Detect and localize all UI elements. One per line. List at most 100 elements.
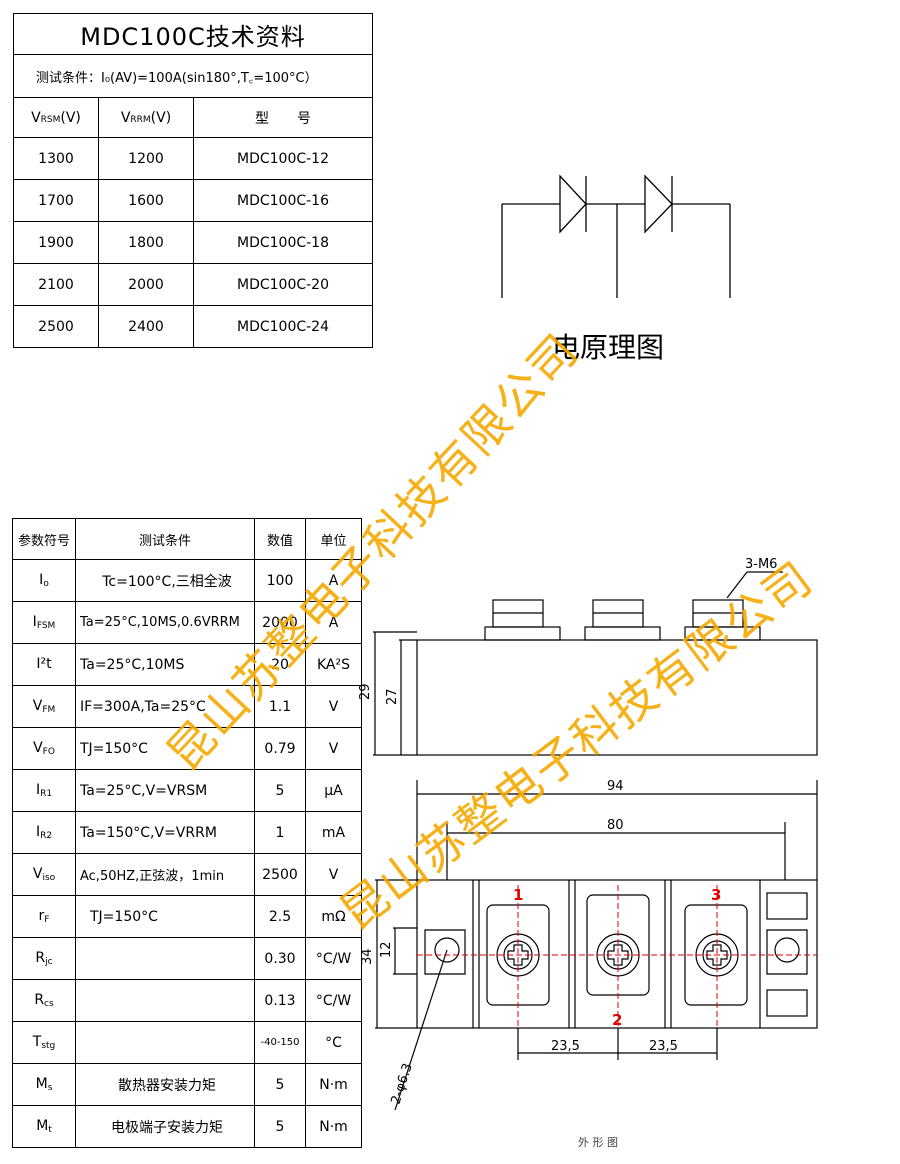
param-symbol: IR2 (12, 811, 76, 854)
mount-hole-left (434, 937, 460, 963)
vrrm-cell: 1600 (98, 179, 194, 222)
vrsm-cell: 1700 (13, 179, 99, 222)
param-symbol: VFO (12, 727, 76, 770)
param-unit: KA²S (305, 643, 362, 686)
param-value: 0.13 (254, 979, 306, 1022)
param-unit: V (305, 853, 362, 896)
param-value: 2500 (254, 853, 306, 896)
table-row: VFM IF=300A,Ta=25°C 1.1 V (12, 685, 362, 728)
param-value: -40-150 (254, 1021, 306, 1064)
dim-12: 12 (379, 941, 394, 958)
table-row: Tstg -40-150 °C (12, 1021, 362, 1064)
outline-drawing: 1 2 3 3-M6 29 27 94 80 34 12 23,5 23,5 2… (358, 557, 818, 1110)
table-row: 2100 2000 MDC100C-20 (13, 263, 373, 306)
param-value: 0.30 (254, 937, 306, 980)
dim-34: 34 (360, 948, 375, 965)
param-value: 1.1 (254, 685, 306, 728)
param-symbol: I²t (12, 643, 76, 686)
table-row: 1700 1600 MDC100C-16 (13, 179, 373, 222)
param-unit: mΩ (305, 895, 362, 938)
outline-caption: 外 形 图 (578, 1136, 618, 1149)
vrsm-cell: 1300 (13, 137, 99, 180)
spec-table: MDC100C技术资料 测试条件：I₀(AV)=100A(sin180°,T꜀=… (13, 13, 373, 348)
hole-label: 2-φ6.3 (389, 1061, 416, 1106)
table-row: Viso Ac,50HZ,正弦波，1min 2500 V (12, 853, 362, 896)
param-condition: Tc=100°C,三相全波 (75, 559, 255, 602)
param-symbol: Tstg (12, 1021, 76, 1064)
vrsm-cell: 1900 (13, 221, 99, 264)
param-unit: °C/W (305, 979, 362, 1022)
dim-94: 94 (607, 779, 624, 794)
param-condition: TJ=150°C (75, 727, 255, 770)
table-row: IR1 Ta=25°C,V=VRSM 5 μA (12, 769, 362, 812)
param-value: 2.5 (254, 895, 306, 938)
parameter-table: 参数符号 测试条件 数值 单位 Io Tc=100°C,三相全波 100 A I… (12, 518, 362, 1148)
vrsm-cell: 2100 (13, 263, 99, 306)
param-value: 5 (254, 769, 306, 812)
param-symbol: Rjc (12, 937, 76, 980)
param-symbol: Io (12, 559, 76, 602)
param-value: 5 (254, 1105, 306, 1148)
dim-23-5-right: 23,5 (649, 1039, 678, 1054)
table-row: Rcs 0.13 °C/W (12, 979, 362, 1022)
param-symbol: rF (12, 895, 76, 938)
param-value: 1 (254, 811, 306, 854)
param-condition: Ac,50HZ,正弦波，1min (75, 853, 255, 896)
param-value: 2000 (254, 601, 306, 644)
model-cell: MDC100C-24 (193, 305, 373, 348)
param-condition (75, 1021, 255, 1064)
param-condition: 散热器安装力矩 (75, 1063, 255, 1106)
param-value: 5 (254, 1063, 306, 1106)
table-row: IFSM Ta=25°C,10MS,0.6VRRM 2000 A (12, 601, 362, 644)
table-row: I²t Ta=25°C,10MS 20 KA²S (12, 643, 362, 686)
param-symbol: IFSM (12, 601, 76, 644)
param-value: 100 (254, 559, 306, 602)
param-symbol: Ms (12, 1063, 76, 1106)
mount-hole-right (774, 937, 800, 963)
vrrm-cell: 1200 (98, 137, 194, 180)
param-value: 0.79 (254, 727, 306, 770)
param-value: 20 (254, 643, 306, 686)
param-condition: Ta=150°C,V=VRRM (75, 811, 255, 854)
table-row: IR2 Ta=150°C,V=VRRM 1 mA (12, 811, 362, 854)
param-condition (75, 979, 255, 1022)
vrrm-cell: 1800 (98, 221, 194, 264)
header-model: 型 号 (193, 97, 373, 138)
header-symbol: 参数符号 (12, 518, 76, 560)
table-row: Rjc 0.30 °C/W (12, 937, 362, 980)
param-symbol: Mt (12, 1105, 76, 1148)
param-symbol: Viso (12, 853, 76, 896)
header-vrsm: VRSM(V) (13, 97, 99, 138)
dim-23-5-left: 23,5 (551, 1039, 580, 1054)
header-unit: 单位 (305, 518, 362, 560)
param-condition: Ta=25°C,10MS (75, 643, 255, 686)
table-row: 1300 1200 MDC100C-12 (13, 137, 373, 180)
param-unit: μA (305, 769, 362, 812)
vrsm-cell: 2500 (13, 305, 99, 348)
table-row: Mt 电极端子安装力矩 5 N·m (12, 1105, 362, 1148)
spec-title: MDC100C技术资料 (13, 13, 373, 55)
param-unit: mA (305, 811, 362, 854)
param-symbol: VFM (12, 685, 76, 728)
header-vrrm: VRRM(V) (98, 97, 194, 138)
param-unit: N·m (305, 1105, 362, 1148)
module-body-top (416, 879, 818, 1029)
terminal-2-label: 2 (612, 1011, 622, 1029)
param-unit: N·m (305, 1063, 362, 1106)
table-row: Io Tc=100°C,三相全波 100 A (12, 559, 362, 602)
table-row: Ms 散热器安装力矩 5 N·m (12, 1063, 362, 1106)
dim-80: 80 (607, 818, 624, 833)
dim-27: 27 (385, 688, 400, 705)
param-condition: TJ=150°C (75, 895, 255, 938)
model-cell: MDC100C-12 (193, 137, 373, 180)
header-condition: 测试条件 (75, 518, 255, 560)
param-condition (75, 937, 255, 980)
terminal-3-label: 3 (711, 886, 721, 904)
table-row: 1900 1800 MDC100C-18 (13, 221, 373, 264)
model-cell: MDC100C-16 (193, 179, 373, 222)
param-unit: A (305, 559, 362, 602)
param-unit: °C (305, 1021, 362, 1064)
screw-label: 3-M6 (745, 557, 777, 572)
param-symbol: Rcs (12, 979, 76, 1022)
dim-29: 29 (358, 683, 373, 700)
